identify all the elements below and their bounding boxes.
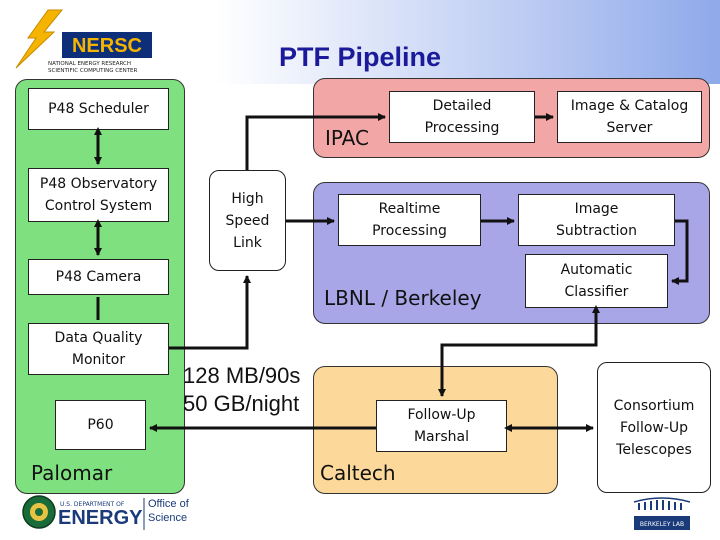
node-data-quality-monitor: Data Quality Monitor [28,323,169,375]
nersc-wordmark: NERSC [72,35,142,57]
node-realtime-processing: Realtime Processing [338,194,481,246]
nersc-logo: NERSC [15,9,152,69]
region-label-ipac: IPAC [325,126,369,150]
node-image-catalog-server: Image & Catalog Server [557,91,702,143]
doe-line1: U.S. DEPARTMENT OF [60,501,125,508]
node-p48-ocs: P48 Observatory Control System [28,168,169,222]
node-automatic-classifier: Automatic Classifier [525,254,668,308]
nersc-wordmark-bg [62,32,152,58]
doe-logo: U.S. DEPARTMENT OF ENERGY [22,495,145,530]
node-image-subtraction: Image Subtraction [518,194,675,246]
arrow-classifier-marshal [438,305,600,397]
doe-office-text: Office of Science [148,498,189,524]
arrow-link-ipac [245,113,386,170]
region-label-caltech: Caltech [320,461,396,485]
throughput-annotation: 128 MB/90s 50 GB/night [183,363,301,416]
node-detailed-processing: Detailed Processing [389,91,535,143]
arrow-dqm-link [169,275,251,350]
lab-name: BERKELEY LAB [640,521,684,528]
nersc-subtitle: NATIONAL ENERGY RESEARCH SCIENTIFIC COMP… [48,61,138,74]
berkeley-lab-logo: BERKELEY LAB [633,497,691,530]
node-consortium-telescopes: Consortium Follow-Up Telescopes [597,362,711,493]
node-p60: P60 [55,400,146,450]
node-p48-scheduler: P48 Scheduler [28,88,169,130]
page-title: PTF Pipeline [278,42,442,72]
doe-line2: ENERGY [58,507,143,529]
arrow-subtraction-classifier [671,219,689,285]
region-label-palomar: Palomar [31,461,113,485]
node-p48-camera: P48 Camera [28,259,169,295]
node-high-speed-link: High Speed Link [209,170,286,271]
